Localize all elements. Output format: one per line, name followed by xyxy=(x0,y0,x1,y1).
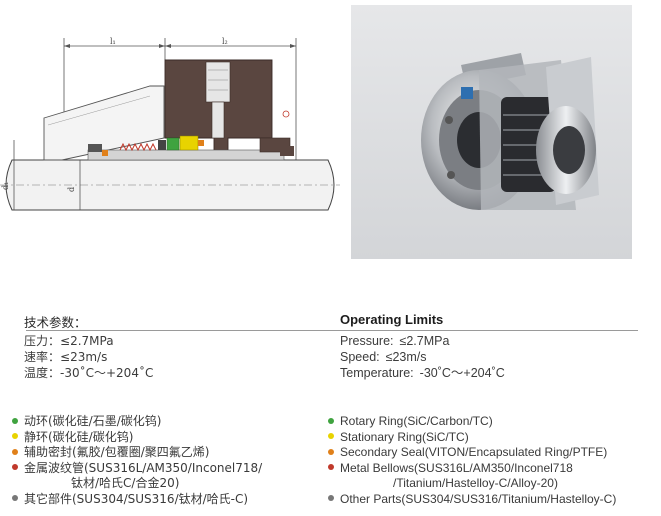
list-item: Secondary Seal(VITON/Encapsulated Ring/P… xyxy=(328,445,616,461)
spec-row: Temperature: -30˚C～+204˚C xyxy=(340,365,505,381)
spec-value: ≤23m/s xyxy=(60,350,108,364)
list-item: Metal Bellows(SUS316L/AM350/Inconel718 xyxy=(328,461,616,477)
spec-row: Pressure: ≤2.7MPa xyxy=(340,333,505,349)
rotary-ring-bullet-icon xyxy=(328,417,334,424)
dim-l1-label: l₁ xyxy=(110,37,116,46)
spec-heading-en: Operating Limits xyxy=(340,312,444,327)
spec-list-cn: 压力： ≤2.7MPa 速率： ≤23m/s 温度： -30˚C～+204˚C xyxy=(24,333,153,381)
secondary-seal xyxy=(198,140,204,146)
list-item: 其它部件(SUS304/SUS316/钛材/哈氏-C) xyxy=(12,492,262,508)
secondary-seal-bullet-icon xyxy=(328,448,334,455)
metal-bellows-bullet-icon xyxy=(12,464,18,470)
spec-label: 速率： xyxy=(24,350,61,364)
spec-label: 温度： xyxy=(24,366,61,380)
list-item-continuation: /Titanium/Hastelloy-C/Alloy-20) xyxy=(393,476,558,490)
divider-line xyxy=(26,330,638,331)
rotary-ring-bullet-icon xyxy=(12,417,18,424)
parts-list-en: Rotary Ring(SiC/Carbon/TC) Stationary Ri… xyxy=(328,414,616,507)
rotary-ring xyxy=(166,137,180,151)
secondary-seal-2 xyxy=(102,150,108,156)
list-item: 金属波纹管(SUS316L/AM350/Inconel718/ xyxy=(12,461,262,477)
other-parts-bullet-icon xyxy=(328,495,334,502)
list-item: 辅助密封(氟胶/包覆圈/聚四氟乙烯) xyxy=(12,445,262,461)
dim-l2-label: l₂ xyxy=(222,37,228,46)
list-item: Rotary Ring(SiC/Carbon/TC) xyxy=(328,414,616,430)
metal-bellows xyxy=(119,142,157,152)
dim-d1-label: d₁ xyxy=(1,182,10,190)
list-item-continuation: 钛材/哈氏C/合金20) xyxy=(71,476,180,490)
shaft xyxy=(0,159,340,211)
shaft-sleeve xyxy=(87,149,285,161)
product-photo-panel xyxy=(351,5,632,259)
gland-housing xyxy=(164,59,273,153)
other-parts-bullet-icon xyxy=(12,495,18,501)
spec-row: Speed: ≤23m/s xyxy=(340,349,505,365)
spec-row: 温度： -30˚C～+204˚C xyxy=(24,365,153,381)
spec-value: ≤2.7MPa xyxy=(399,334,450,348)
spec-label: Pressure: xyxy=(340,334,394,348)
stationary-ring-bullet-icon xyxy=(328,433,334,440)
spec-value: ≤2.7MPa xyxy=(60,334,114,348)
seal-chamber xyxy=(43,85,165,161)
spec-row: 速率： ≤23m/s xyxy=(24,349,153,365)
secondary-seal-bullet-icon xyxy=(12,448,18,455)
list-item: Other Parts(SUS304/SUS316/Titanium/Haste… xyxy=(328,492,616,508)
spec-row: 压力： ≤2.7MPa xyxy=(24,333,153,349)
spec-label: 压力： xyxy=(24,334,61,348)
stationary-ring xyxy=(179,135,199,151)
spec-label: Temperature: xyxy=(340,366,414,380)
spec-label: Speed: xyxy=(340,350,380,364)
seal-product-render xyxy=(421,53,599,210)
list-item: 动环(碳化硅/石墨/碳化钨) xyxy=(12,414,262,430)
list-item: Stationary Ring(SiC/TC) xyxy=(328,430,616,446)
spec-heading-cn: 技术参数： xyxy=(24,315,87,330)
stationary-ring-bullet-icon xyxy=(12,433,18,439)
spec-value: ≤23m/s xyxy=(385,350,427,364)
list-item: 静环(碳化硅/碳化钨) xyxy=(12,430,262,446)
seal-cross-section-drawing: l₁ l₂ d₁ d xyxy=(0,37,340,211)
dim-d-label: d xyxy=(67,187,76,192)
spec-list-en: Pressure: ≤2.7MPa Speed: ≤23m/s Temperat… xyxy=(340,333,505,381)
spec-value: -30˚C～+204˚C xyxy=(419,366,505,380)
spec-value: -30˚C～+204˚C xyxy=(60,366,154,380)
parts-list-cn: 动环(碳化硅/石墨/碳化钨) 静环(碳化硅/碳化钨) 辅助密封(氟胶/包覆圈/聚… xyxy=(12,414,262,507)
metal-bellows-bullet-icon xyxy=(328,464,334,471)
